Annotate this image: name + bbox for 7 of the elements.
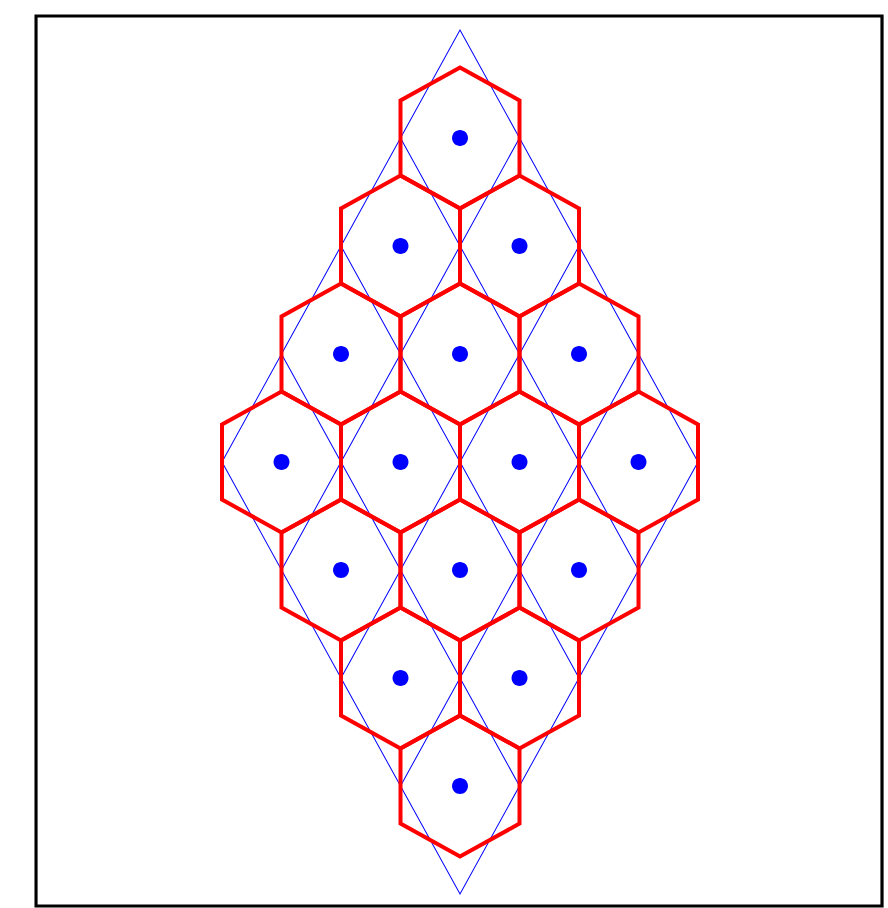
hexagon-cell [398,713,522,859]
hexagon-cell [517,497,641,643]
hexagon-cell [220,389,343,535]
hexagon-cell [339,605,462,751]
hexagon-cell [279,497,403,643]
hexagon-cell [577,389,700,535]
hexagon-cell [458,605,581,751]
